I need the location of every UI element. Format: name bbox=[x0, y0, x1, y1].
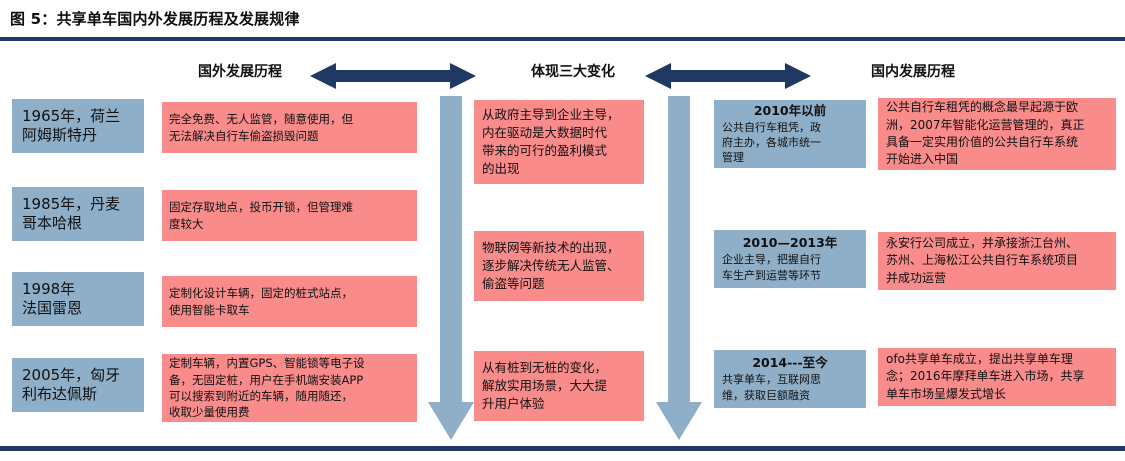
foreign-era-label: 1998年 法国雷恩 bbox=[22, 280, 83, 317]
change-box-2: 物联网等新技术的出现， 逐步解决传统无人监管、 偷盗等问题 bbox=[474, 231, 644, 301]
domestic-stage-box-2: 2010—2013年 企业主导，把握自行 车生产到运营等环节 bbox=[714, 230, 866, 288]
foreign-desc-box-4: 定制车辆，内置GPS、智能锁等电子设 备，无固定桩，用户在手机端安装APP 可以… bbox=[162, 354, 417, 422]
arrow-middle-to-right-icon bbox=[645, 62, 811, 90]
change-box-1: 从政府主导到企业主导， 内在驱动是大数据时代 带来的可行的盈利模式 的出现 bbox=[474, 100, 644, 184]
foreign-desc-box-1: 完全免费、无人监管，随意使用，但 无法解决自行车偷盗损毁问题 bbox=[162, 102, 417, 153]
foreign-desc-text: 固定存取地点，投币开锁，但管理难 度较大 bbox=[169, 200, 353, 231]
domestic-stage-title: 2010年以前 bbox=[753, 102, 827, 118]
change-text: 从政府主导到企业主导， 内在驱动是大数据时代 带来的可行的盈利模式 的出现 bbox=[482, 106, 620, 177]
foreign-desc-text: 定制车辆，内置GPS、智能锁等电子设 备，无固定桩，用户在手机端安装APP 可以… bbox=[169, 356, 365, 420]
domestic-stage-box-1: 2010年以前 公共自行车租凭，政 府主办，各城市统一 管理 bbox=[714, 100, 866, 168]
change-text: 物联网等新技术的出现， 逐步解决传统无人监管、 偷盗等问题 bbox=[482, 239, 620, 292]
domestic-desc-box-2: 永安行公司成立，并承接浙江台州、 苏州、上海松江公共自行车系统项目 并成功运营 bbox=[878, 232, 1116, 290]
foreign-desc-text: 完全免费、无人监管，随意使用，但 无法解决自行车偷盗损毁问题 bbox=[169, 112, 353, 143]
domestic-desc-text: 公共自行车租凭的概念最早起源于欧 洲，2007年智能化运营管理的，真正 具备一定… bbox=[886, 100, 1085, 167]
domestic-stage-body: 企业主导，把握自行 车生产到运营等环节 bbox=[722, 253, 821, 282]
foreign-era-label: 1965年，荷兰 阿姆斯特丹 bbox=[22, 107, 121, 144]
figure-divider-bottom bbox=[0, 446, 1125, 451]
domestic-stage-title: 2010—2013年 bbox=[742, 235, 838, 251]
flow-arrow-changes-down-icon bbox=[656, 96, 702, 440]
header-label-foreign: 国外发展历程 bbox=[198, 64, 282, 80]
header-label-domestic: 国内发展历程 bbox=[871, 64, 955, 80]
page-title: 图 5：共享单车国内外发展历程及发展规律 bbox=[10, 10, 300, 28]
arrow-left-to-middle-icon bbox=[310, 62, 476, 90]
foreign-era-box-2: 1985年，丹麦 哥本哈根 bbox=[12, 187, 144, 241]
flow-arrow-foreign-down-icon bbox=[428, 96, 474, 440]
foreign-era-box-1: 1965年，荷兰 阿姆斯特丹 bbox=[12, 99, 144, 153]
foreign-desc-text: 定制化设计车辆，固定的桩式站点， 使用智能卡取车 bbox=[169, 286, 353, 317]
domestic-desc-text: 永安行公司成立，并承接浙江台州、 苏州、上海松江公共自行车系统项目 并成功运营 bbox=[886, 235, 1079, 285]
foreign-desc-box-2: 固定存取地点，投币开锁，但管理难 度较大 bbox=[162, 190, 417, 241]
foreign-era-label: 2005年，匈牙 利布达佩斯 bbox=[22, 366, 121, 403]
domestic-stage-title: 2014---至今 bbox=[752, 355, 828, 371]
domestic-stage-box-3: 2014---至今 共享单车，互联网思 维，获取巨额融资 bbox=[714, 350, 866, 408]
foreign-era-box-4: 2005年，匈牙 利布达佩斯 bbox=[12, 358, 144, 412]
header-label-changes: 体现三大变化 bbox=[531, 64, 615, 80]
title-divider-top bbox=[0, 37, 1125, 41]
domestic-stage-body: 共享单车，互联网思 维，获取巨额融资 bbox=[722, 373, 821, 402]
domestic-stage-body: 公共自行车租凭，政 府主办，各城市统一 管理 bbox=[722, 120, 821, 165]
foreign-era-box-3: 1998年 法国雷恩 bbox=[12, 272, 144, 326]
change-text: 从有桩到无桩的变化， 解放实用场景，大大提 升用户体验 bbox=[482, 359, 608, 412]
foreign-era-label: 1985年，丹麦 哥本哈根 bbox=[22, 195, 121, 232]
domestic-desc-box-3: ofo共享单车成立，提出共享单车理 念；2016年摩拜单车进入市场，共享 单车市… bbox=[878, 348, 1116, 406]
domestic-desc-text: ofo共享单车成立，提出共享单车理 念；2016年摩拜单车进入市场，共享 单车市… bbox=[886, 351, 1085, 401]
foreign-desc-box-3: 定制化设计车辆，固定的桩式站点， 使用智能卡取车 bbox=[162, 276, 417, 327]
change-box-3: 从有桩到无桩的变化， 解放实用场景，大大提 升用户体验 bbox=[474, 351, 644, 421]
domestic-desc-box-1: 公共自行车租凭的概念最早起源于欧 洲，2007年智能化运营管理的，真正 具备一定… bbox=[878, 98, 1116, 170]
